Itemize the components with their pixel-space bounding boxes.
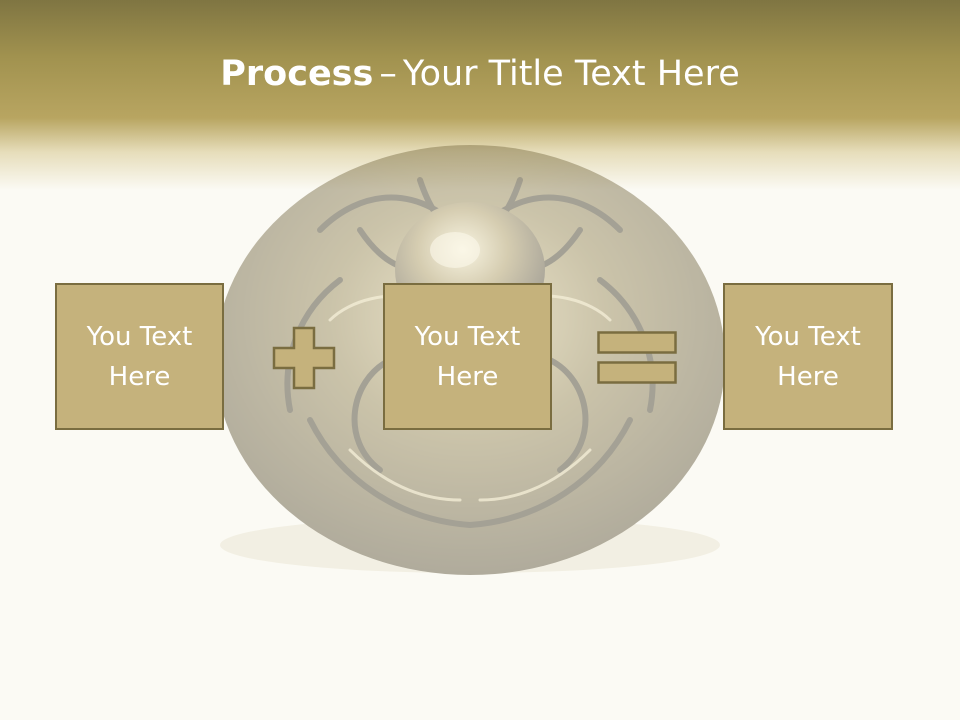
title-separator: – — [379, 54, 397, 94]
process-box-2: You Text Here — [383, 283, 552, 430]
process-box-3-line-1: You Text — [755, 321, 861, 352]
process-box-2-line-2: Here — [436, 361, 499, 392]
process-box-1-text: You Text Here — [87, 317, 193, 397]
title-rest: Your Title Text Here — [402, 54, 740, 94]
process-box-1-line-1: You Text — [86, 321, 193, 352]
process-box-2-line-1: You Text — [414, 321, 521, 352]
process-box-1-line-2: Here — [108, 361, 171, 392]
slide-title: Process–Your Title Text Here — [0, 50, 960, 98]
title-bold-part: Process — [220, 54, 374, 94]
plus-icon — [272, 326, 336, 390]
process-box-1: You Text Here — [55, 283, 224, 430]
process-box-3-text: You Text Here — [755, 317, 861, 397]
process-box-2-text: You Text Here — [415, 317, 521, 397]
equals-icon — [597, 331, 677, 384]
process-box-3-line-2: Here — [777, 361, 839, 392]
process-box-3: You Text Here — [723, 283, 893, 430]
